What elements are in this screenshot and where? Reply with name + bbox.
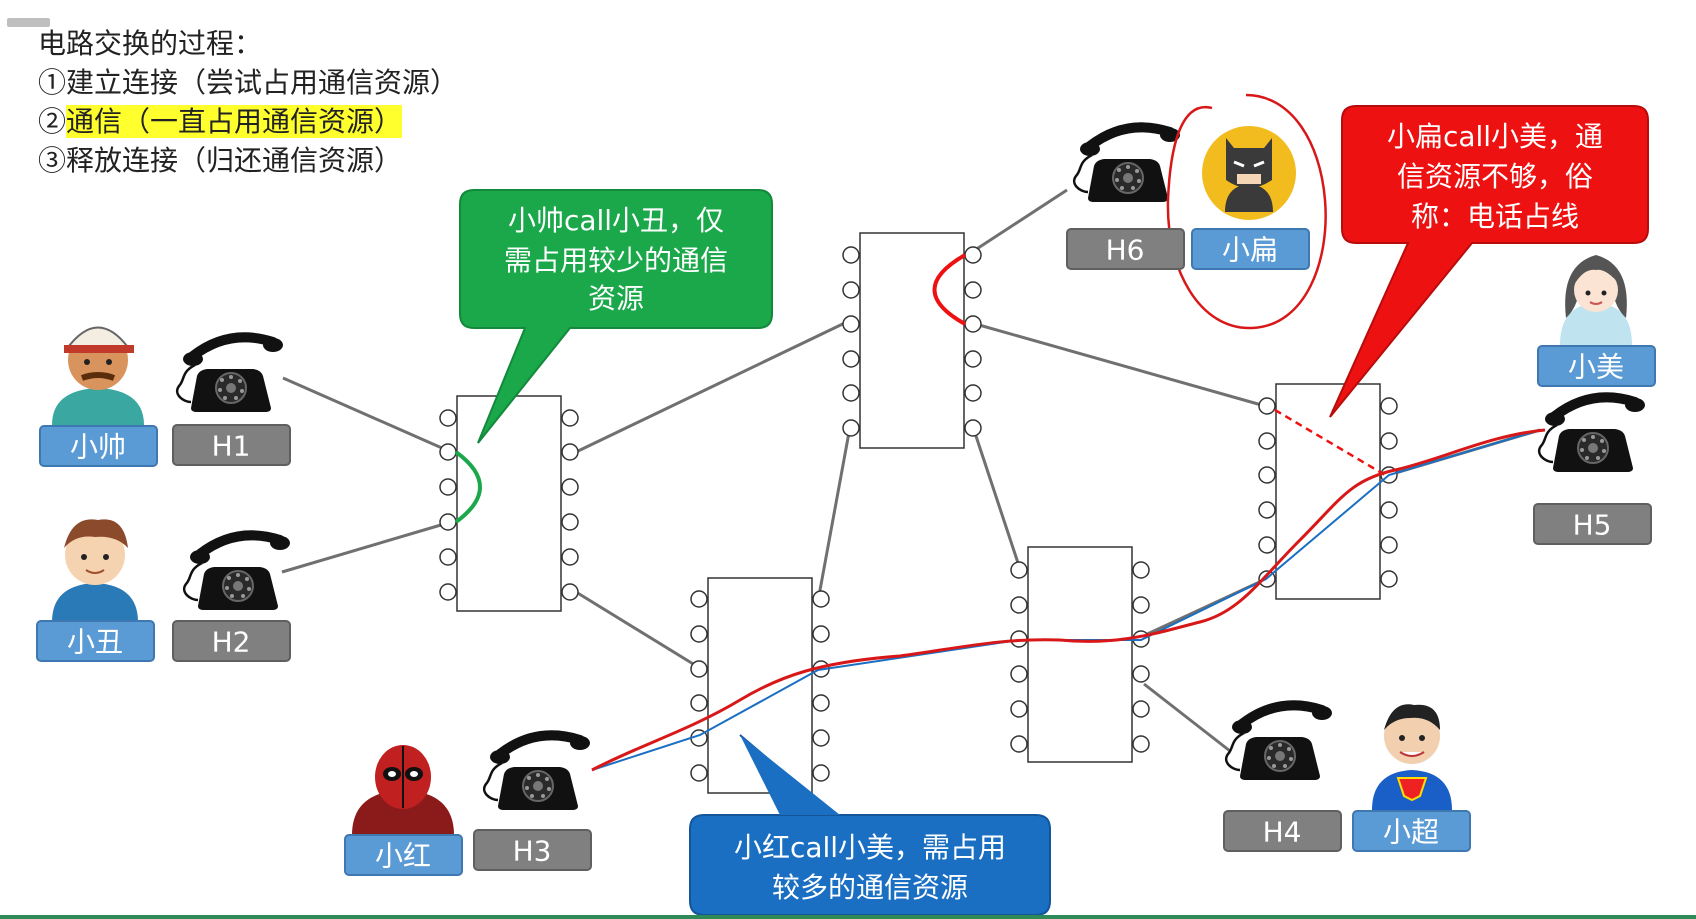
person-label-xiaobian: 小扁 bbox=[1191, 228, 1310, 270]
red-circle-annotation bbox=[1166, 93, 1327, 330]
host-label-h5: H5 bbox=[1533, 503, 1652, 545]
phone-h1-icon bbox=[177, 337, 283, 412]
switch-4 bbox=[1010, 546, 1150, 763]
step-establish: ①建立连接（尝试占用通信资源） bbox=[38, 66, 459, 99]
steps-title: 电路交换的过程： bbox=[38, 27, 263, 60]
host-name-h5: H5 bbox=[1573, 509, 1612, 542]
link-switch4-h4 bbox=[1143, 682, 1231, 753]
host-name-h2: H2 bbox=[212, 626, 251, 659]
person-name-xiaoshuai: 小帅 bbox=[70, 431, 126, 464]
switch-1 bbox=[439, 395, 579, 612]
link-switch2-switch3 bbox=[816, 426, 852, 602]
red-handdrawn-path bbox=[591, 428, 1546, 772]
avatar-xiaochao bbox=[1372, 704, 1452, 810]
green-callout-line3: 资源 bbox=[588, 282, 644, 315]
step-release: ③释放连接（归还通信资源） bbox=[38, 144, 403, 177]
blue-callout: 小红call小美，需占用 较多的通信资源 bbox=[689, 734, 1051, 916]
red-switch2-connection bbox=[932, 253, 966, 326]
host-label-h1: H1 bbox=[172, 424, 291, 466]
red-callout-line1: 小扁call小美，通 bbox=[1387, 120, 1603, 153]
person-name-xiaochao: 小超 bbox=[1383, 816, 1439, 849]
phone-h2-icon bbox=[184, 535, 290, 610]
person-label-xiaochou: 小丑 bbox=[36, 620, 155, 662]
window-tab-handle bbox=[7, 18, 50, 27]
person-name-xiaohong: 小红 bbox=[375, 840, 431, 873]
person-name-xiaomei: 小美 bbox=[1568, 351, 1624, 384]
host-name-h1: H1 bbox=[212, 430, 251, 463]
phone-h4-icon bbox=[1226, 705, 1332, 780]
blue-callout-line1: 小红call小美，需占用 bbox=[734, 831, 1006, 864]
green-callout: 小帅call小丑，仅 需占用较少的通信 资源 bbox=[459, 189, 773, 444]
step-communicate-row: ②通信（一直占用通信资源） bbox=[38, 102, 458, 141]
link-switch2-switch5 bbox=[971, 321, 1266, 408]
host-label-h2: H2 bbox=[172, 620, 291, 662]
link-h2-switch1 bbox=[281, 520, 452, 574]
switch-2 bbox=[842, 232, 982, 449]
link-switch1-switch3 bbox=[575, 590, 704, 672]
step-communicate-number: ② bbox=[38, 105, 67, 138]
avatar-xiaomei bbox=[1560, 255, 1632, 345]
person-label-xiaomei: 小美 bbox=[1537, 345, 1656, 387]
person-label-xiaoshuai: 小帅 bbox=[39, 425, 158, 467]
link-switch2-switch4 bbox=[971, 426, 1021, 567]
red-callout-line2: 信资源不够，俗 bbox=[1397, 160, 1593, 193]
phone-h5-icon bbox=[1539, 397, 1645, 472]
phone-h6-icon bbox=[1074, 127, 1180, 202]
host-label-h4: H4 bbox=[1223, 810, 1342, 852]
host-label-h6: H6 bbox=[1066, 228, 1185, 270]
person-label-xiaohong: 小红 bbox=[344, 834, 463, 876]
link-switch2-h6 bbox=[971, 188, 1068, 254]
red-callout: 小扁call小美，通 信资源不够，俗 称：电话占线 bbox=[1329, 105, 1649, 418]
green-callout-line2: 需占用较少的通信 bbox=[504, 244, 728, 277]
link-switch1-switch2 bbox=[575, 318, 852, 454]
circuit-switching-steps: 电路交换的过程： ①建立连接（尝试占用通信资源） ②通信（一直占用通信资源） ③… bbox=[38, 24, 458, 180]
host-name-h6: H6 bbox=[1106, 234, 1145, 267]
green-callout-line1: 小帅call小丑，仅 bbox=[508, 204, 724, 237]
avatar-xiaohong bbox=[352, 745, 454, 835]
bottom-accent-line bbox=[0, 915, 1696, 919]
host-name-h3: H3 bbox=[513, 835, 552, 868]
host-label-h3: H3 bbox=[473, 829, 592, 871]
green-switch1-connection bbox=[454, 450, 482, 524]
person-name-xiaochou: 小丑 bbox=[67, 626, 123, 659]
switch-5 bbox=[1258, 383, 1398, 600]
phone-h3-icon bbox=[484, 735, 590, 810]
person-name-xiaobian: 小扁 bbox=[1222, 234, 1278, 267]
host-name-h4: H4 bbox=[1263, 816, 1302, 849]
red-callout-line3: 称：电话占线 bbox=[1411, 200, 1579, 233]
avatar-xiaobian bbox=[1202, 126, 1296, 220]
person-label-xiaochao: 小超 bbox=[1352, 810, 1471, 852]
blue-callout-line2: 较多的通信资源 bbox=[772, 871, 968, 904]
link-h1-switch1 bbox=[282, 376, 452, 454]
busy-dashed-connection bbox=[1274, 408, 1386, 477]
avatar-xiaochou bbox=[52, 519, 138, 622]
avatar-xiaoshuai bbox=[52, 326, 144, 425]
step-communicate: 通信（一直占用通信资源） bbox=[66, 105, 403, 138]
